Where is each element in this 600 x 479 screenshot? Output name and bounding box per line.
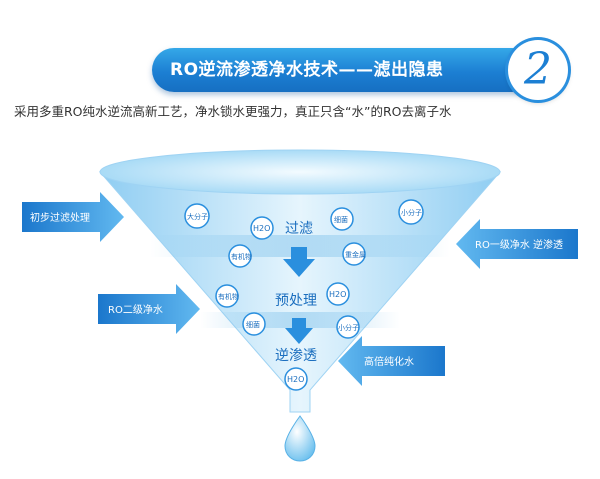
svg-text:初步过滤处理: 初步过滤处理 xyxy=(30,211,90,224)
arrow-left-mid: RO二级净水 xyxy=(98,284,200,334)
particle: H2O xyxy=(284,367,308,391)
svg-text:重金属: 重金属 xyxy=(345,250,366,259)
svg-text:细菌: 细菌 xyxy=(246,320,260,329)
svg-text:小分子: 小分子 xyxy=(401,208,422,217)
arrow-left-top: 初步过滤处理 xyxy=(22,192,124,242)
svg-text:细菌: 细菌 xyxy=(334,215,348,224)
particle: 重金属 xyxy=(342,242,366,266)
stage-ro-label: 逆渗透 xyxy=(275,348,317,364)
arrow-right-top: RO一级净水 逆渗透 xyxy=(456,219,578,269)
particle: 有机物 xyxy=(215,284,239,308)
funnel-rim xyxy=(99,149,501,195)
subtitle: 采用多重RO纯水逆流高新工艺，净水锁水更强力，真正只含“水”的RO去离子水 xyxy=(14,104,452,119)
down-arrow-2 xyxy=(285,318,313,344)
particle: 大分子 xyxy=(184,203,210,229)
title-banner xyxy=(152,48,534,92)
banner-title: RO逆流渗透净水技术——滤出隐患 xyxy=(170,60,444,80)
particle: 小分子 xyxy=(398,199,424,225)
particle: 小分子 xyxy=(336,315,360,339)
stage-filter-label: 过滤 xyxy=(285,221,313,237)
svg-text:大分子: 大分子 xyxy=(187,212,208,221)
svg-text:RO一级净水 逆渗透: RO一级净水 逆渗透 xyxy=(475,238,563,251)
step-number: 2 xyxy=(524,44,552,95)
svg-text:H2O: H2O xyxy=(287,375,304,384)
svg-text:RO二级净水: RO二级净水 xyxy=(108,303,163,316)
particle: H2O xyxy=(250,216,274,240)
particle: 细菌 xyxy=(330,207,354,231)
water-drop-icon xyxy=(284,415,316,462)
svg-text:H2O: H2O xyxy=(253,224,270,233)
step-badge: 2 xyxy=(508,40,568,100)
particle: 有机物 xyxy=(228,244,252,268)
svg-text:小分子: 小分子 xyxy=(338,323,359,332)
svg-text:有机物: 有机物 xyxy=(231,252,252,261)
particle: 细菌 xyxy=(242,312,266,336)
svg-text:有机物: 有机物 xyxy=(218,292,239,301)
svg-text:H2O: H2O xyxy=(329,290,346,299)
arrow-right-bottom: 高倍纯化水 xyxy=(338,336,445,386)
stage-pretreat-label: 预处理 xyxy=(275,293,317,309)
filter-layer-1 xyxy=(150,235,450,257)
down-arrow-1 xyxy=(283,247,315,277)
svg-text:高倍纯化水: 高倍纯化水 xyxy=(364,355,414,368)
particle: H2O xyxy=(326,282,350,306)
